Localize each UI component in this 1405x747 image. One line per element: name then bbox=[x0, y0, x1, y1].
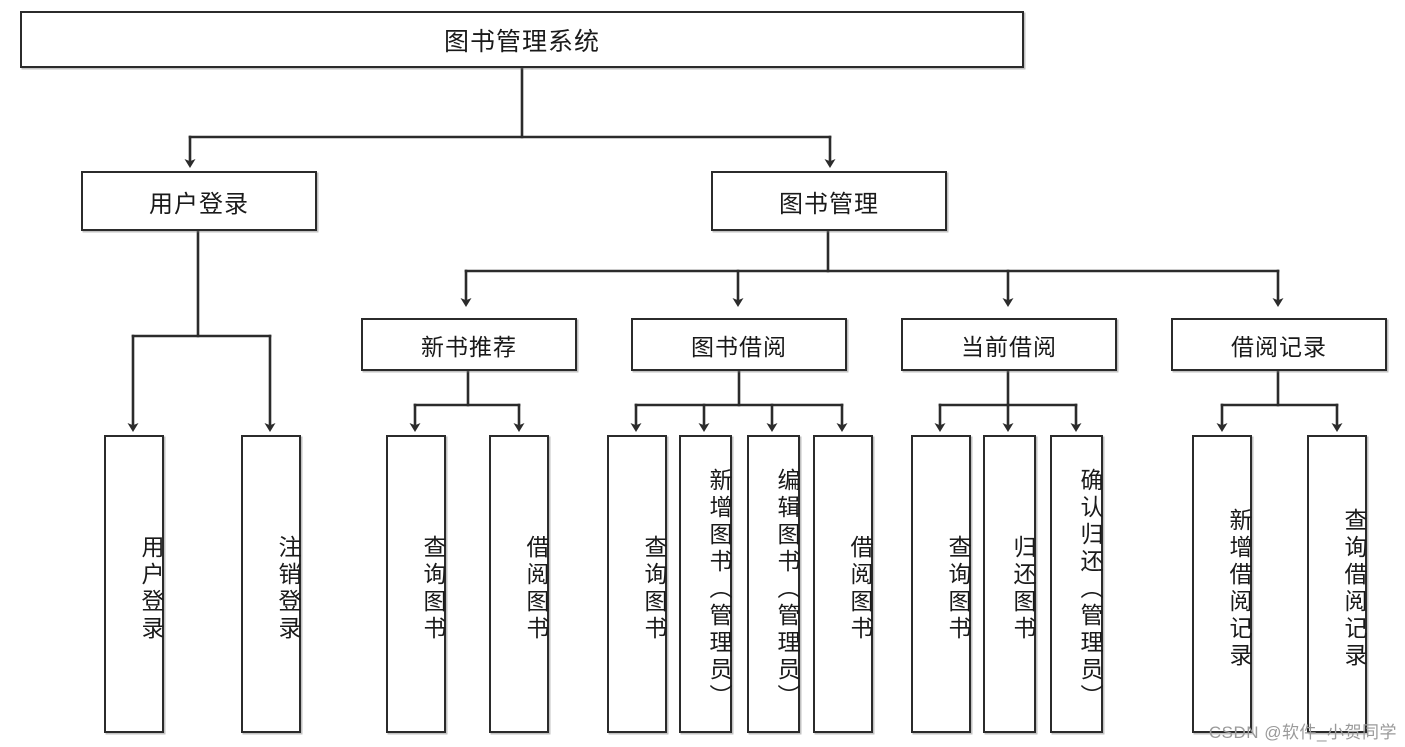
node-label: 用户登录 bbox=[138, 535, 164, 643]
node-book-management[interactable]: 图书管理 bbox=[711, 171, 947, 231]
leaf-confirm-return-admin[interactable]: 确认归还（管理员） bbox=[1050, 435, 1103, 733]
node-new-book-recommend[interactable]: 新书推荐 bbox=[361, 318, 577, 371]
node-label: 图书管理 bbox=[779, 190, 879, 218]
leaf-query-book-newbook[interactable]: 查询图书 bbox=[386, 435, 446, 733]
node-user-login[interactable]: 用户登录 bbox=[81, 171, 317, 231]
node-current-borrow[interactable]: 当前借阅 bbox=[901, 318, 1117, 371]
leaf-user-login[interactable]: 用户登录 bbox=[104, 435, 164, 733]
leaf-logout[interactable]: 注销登录 bbox=[241, 435, 301, 733]
node-label: 注销登录 bbox=[275, 535, 301, 643]
node-label: 新书推荐 bbox=[421, 333, 517, 360]
node-label: 查询图书 bbox=[641, 535, 667, 643]
leaf-return-book[interactable]: 归还图书 bbox=[983, 435, 1036, 733]
node-label: 当前借阅 bbox=[961, 333, 1057, 360]
leaf-add-borrow-record[interactable]: 新增借阅记录 bbox=[1192, 435, 1252, 733]
node-label: 查询图书 bbox=[945, 535, 971, 643]
leaf-borrow-book-newbook[interactable]: 借阅图书 bbox=[489, 435, 549, 733]
leaf-query-borrow-record[interactable]: 查询借阅记录 bbox=[1307, 435, 1367, 733]
node-label: 用户登录 bbox=[149, 190, 249, 218]
leaf-query-book-borrow[interactable]: 查询图书 bbox=[607, 435, 667, 733]
node-label: 查询图书 bbox=[420, 535, 446, 643]
node-label: 归还图书 bbox=[1010, 535, 1036, 643]
node-label: 新增图书（管理员） bbox=[706, 467, 732, 711]
leaf-add-book-admin[interactable]: 新增图书（管理员） bbox=[679, 435, 732, 733]
node-label: 新增借阅记录 bbox=[1226, 508, 1252, 670]
node-label: 图书管理系统 bbox=[443, 27, 600, 56]
node-book-borrow[interactable]: 图书借阅 bbox=[631, 318, 847, 371]
csdn-watermark: CSDN @软件_小贺同学 bbox=[1208, 723, 1397, 742]
node-label: 确认归还（管理员） bbox=[1077, 467, 1103, 711]
node-label: 编辑图书（管理员） bbox=[774, 467, 800, 711]
node-root-book-management-system[interactable]: 图书管理系统 bbox=[20, 11, 1024, 68]
leaf-edit-book-admin[interactable]: 编辑图书（管理员） bbox=[747, 435, 800, 733]
leaf-query-book-current[interactable]: 查询图书 bbox=[911, 435, 971, 733]
leaf-borrow-book[interactable]: 借阅图书 bbox=[813, 435, 873, 733]
node-label: 借阅图书 bbox=[523, 535, 549, 643]
node-label: 借阅图书 bbox=[847, 535, 873, 643]
node-label: 借阅记录 bbox=[1231, 333, 1327, 360]
node-borrow-records[interactable]: 借阅记录 bbox=[1171, 318, 1387, 371]
node-label: 图书借阅 bbox=[691, 333, 787, 360]
node-label: 查询借阅记录 bbox=[1341, 508, 1367, 670]
